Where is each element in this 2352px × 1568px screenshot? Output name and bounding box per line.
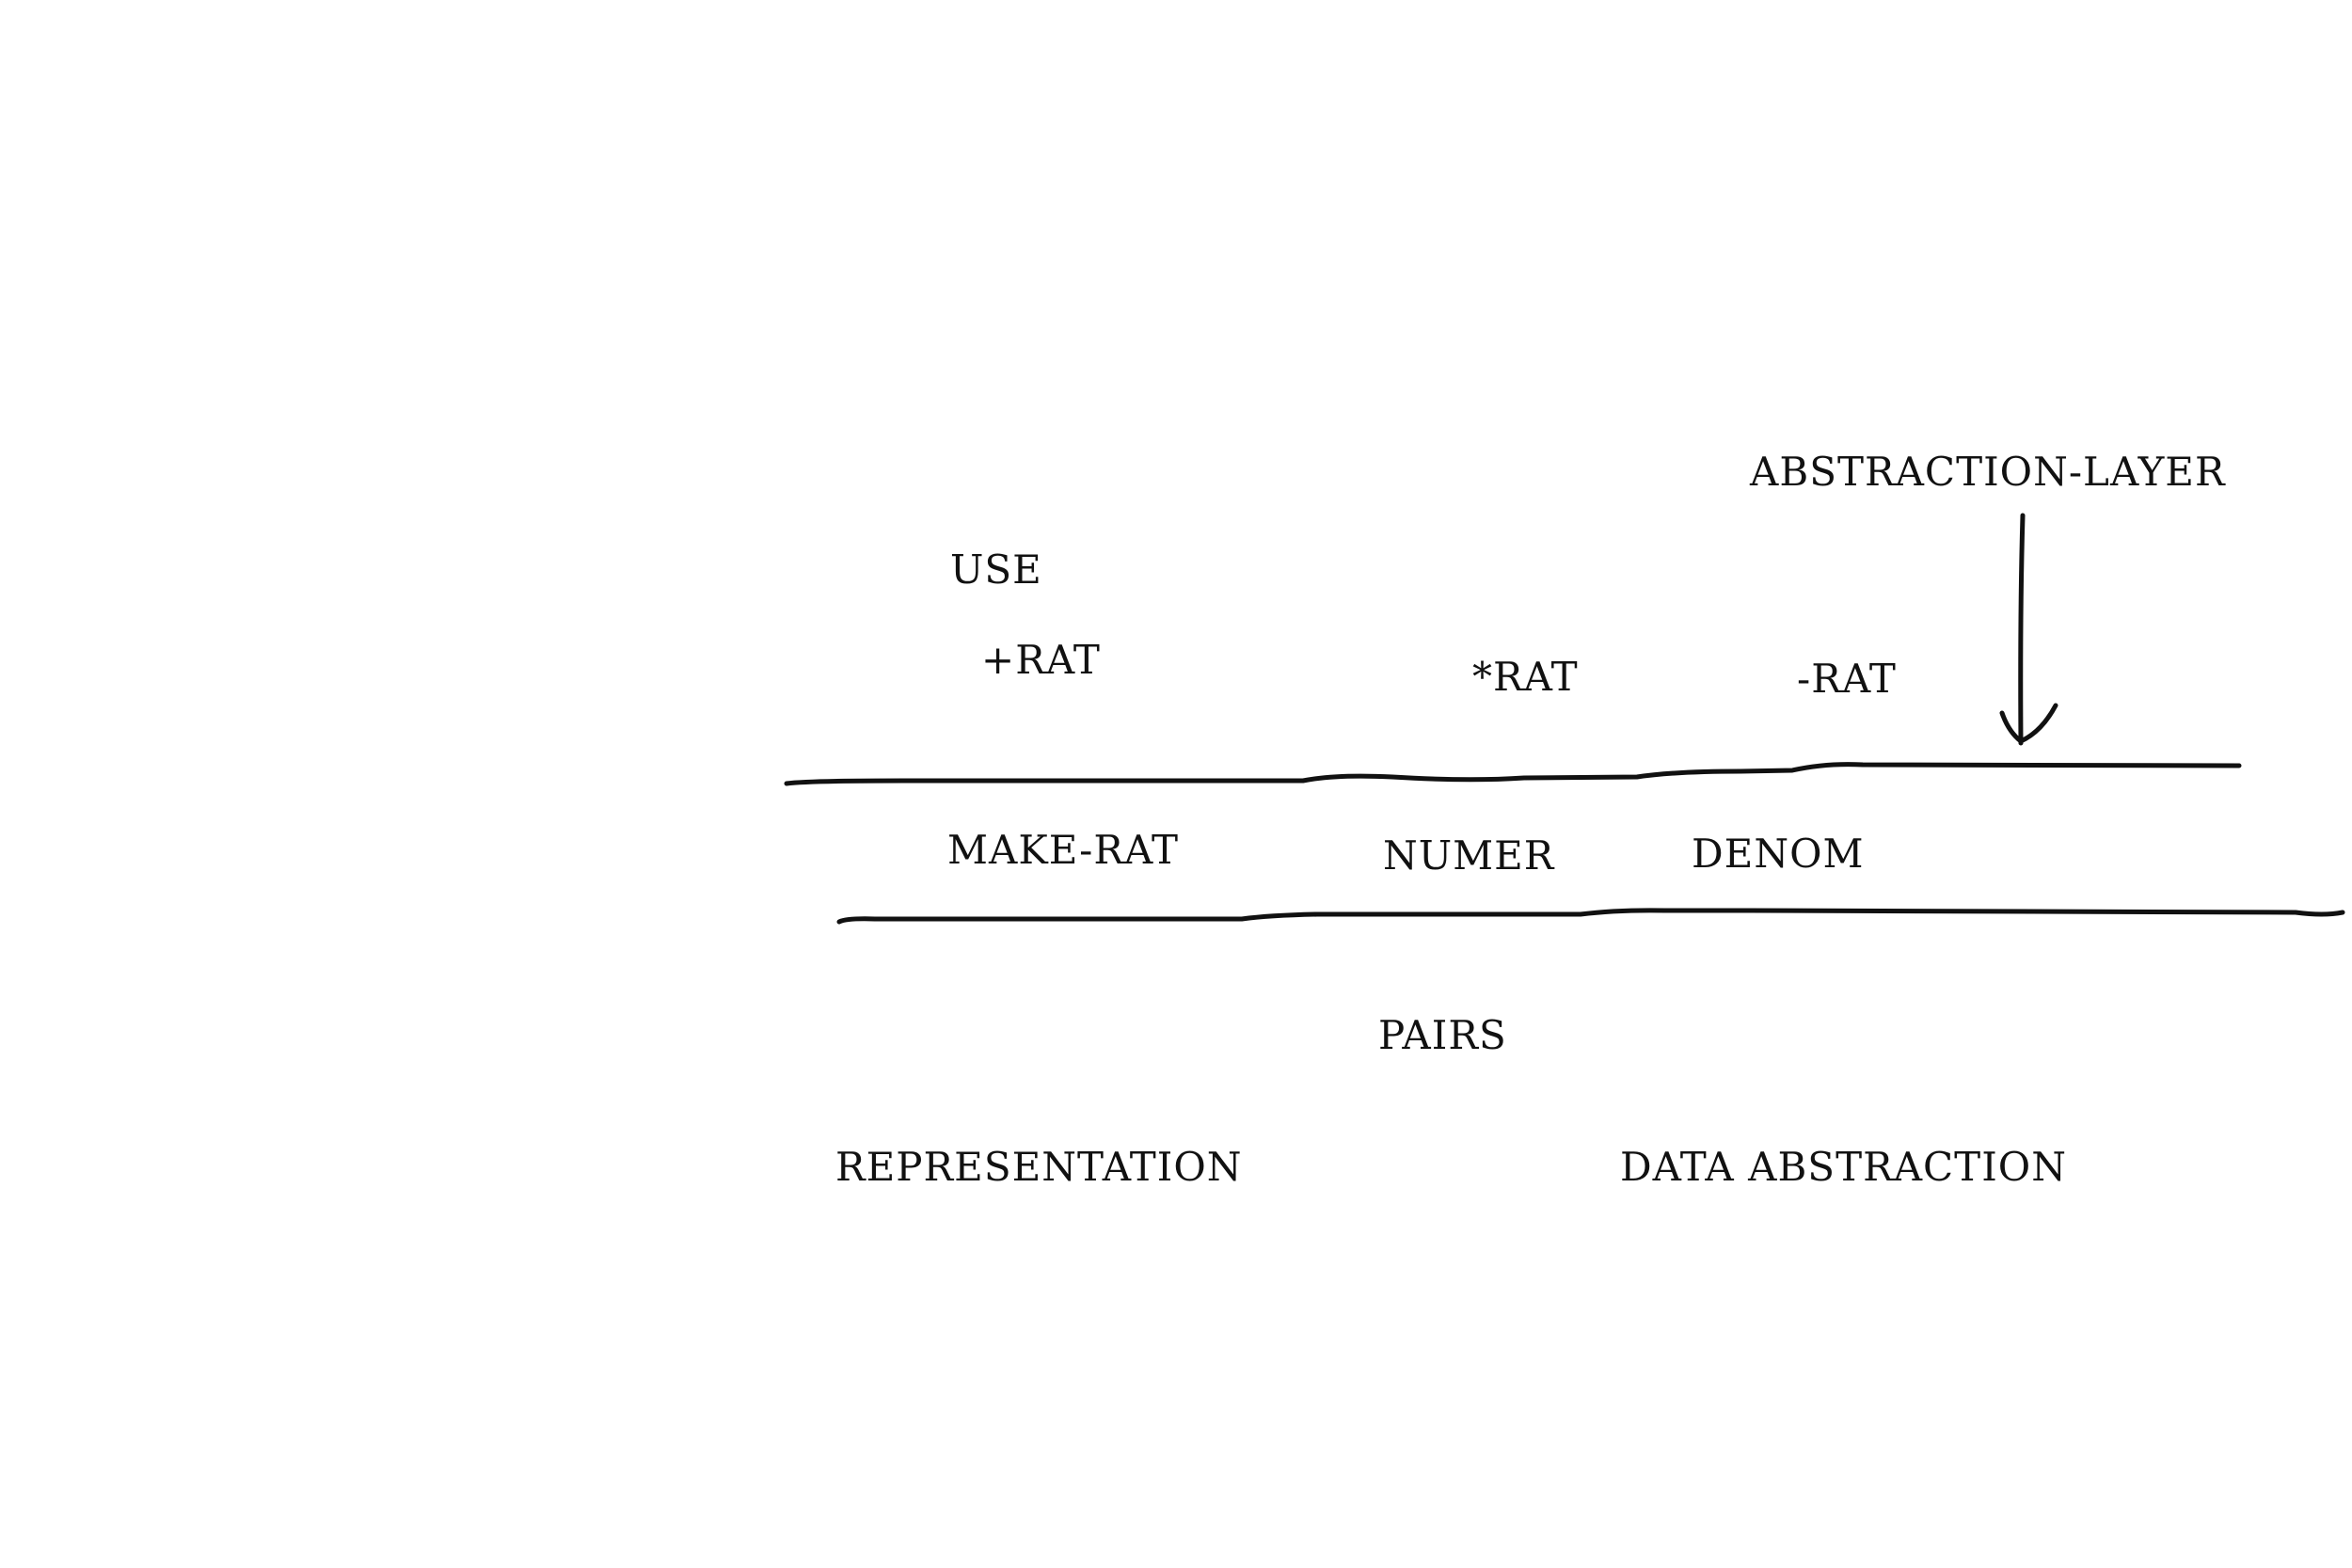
representation-label: REPRESENTATION <box>835 1144 1243 1190</box>
data-abstraction-label: DATA ABSTRACTION <box>1620 1144 2067 1190</box>
add-rat-label: +RAT <box>981 637 1101 683</box>
use-label: USE <box>950 546 1042 593</box>
lower-divider-line <box>836 908 2345 925</box>
mul-rat-label: *RAT <box>1472 654 1579 700</box>
upper-divider-line <box>784 762 2242 786</box>
abstraction-arrow-head <box>1999 703 2058 744</box>
denom-label: DENOM <box>1692 831 1865 877</box>
abstraction-layer-label: ABSTRACTION-LAYER <box>1750 449 2226 495</box>
numer-label: NUMER <box>1383 832 1555 879</box>
sub-rat-label: -RAT <box>1797 656 1897 702</box>
abstraction-arrow-shaft <box>2018 513 2026 746</box>
make-rat-label: MAKE-RAT <box>947 827 1180 873</box>
pairs-label: PAIRS <box>1378 1012 1507 1058</box>
